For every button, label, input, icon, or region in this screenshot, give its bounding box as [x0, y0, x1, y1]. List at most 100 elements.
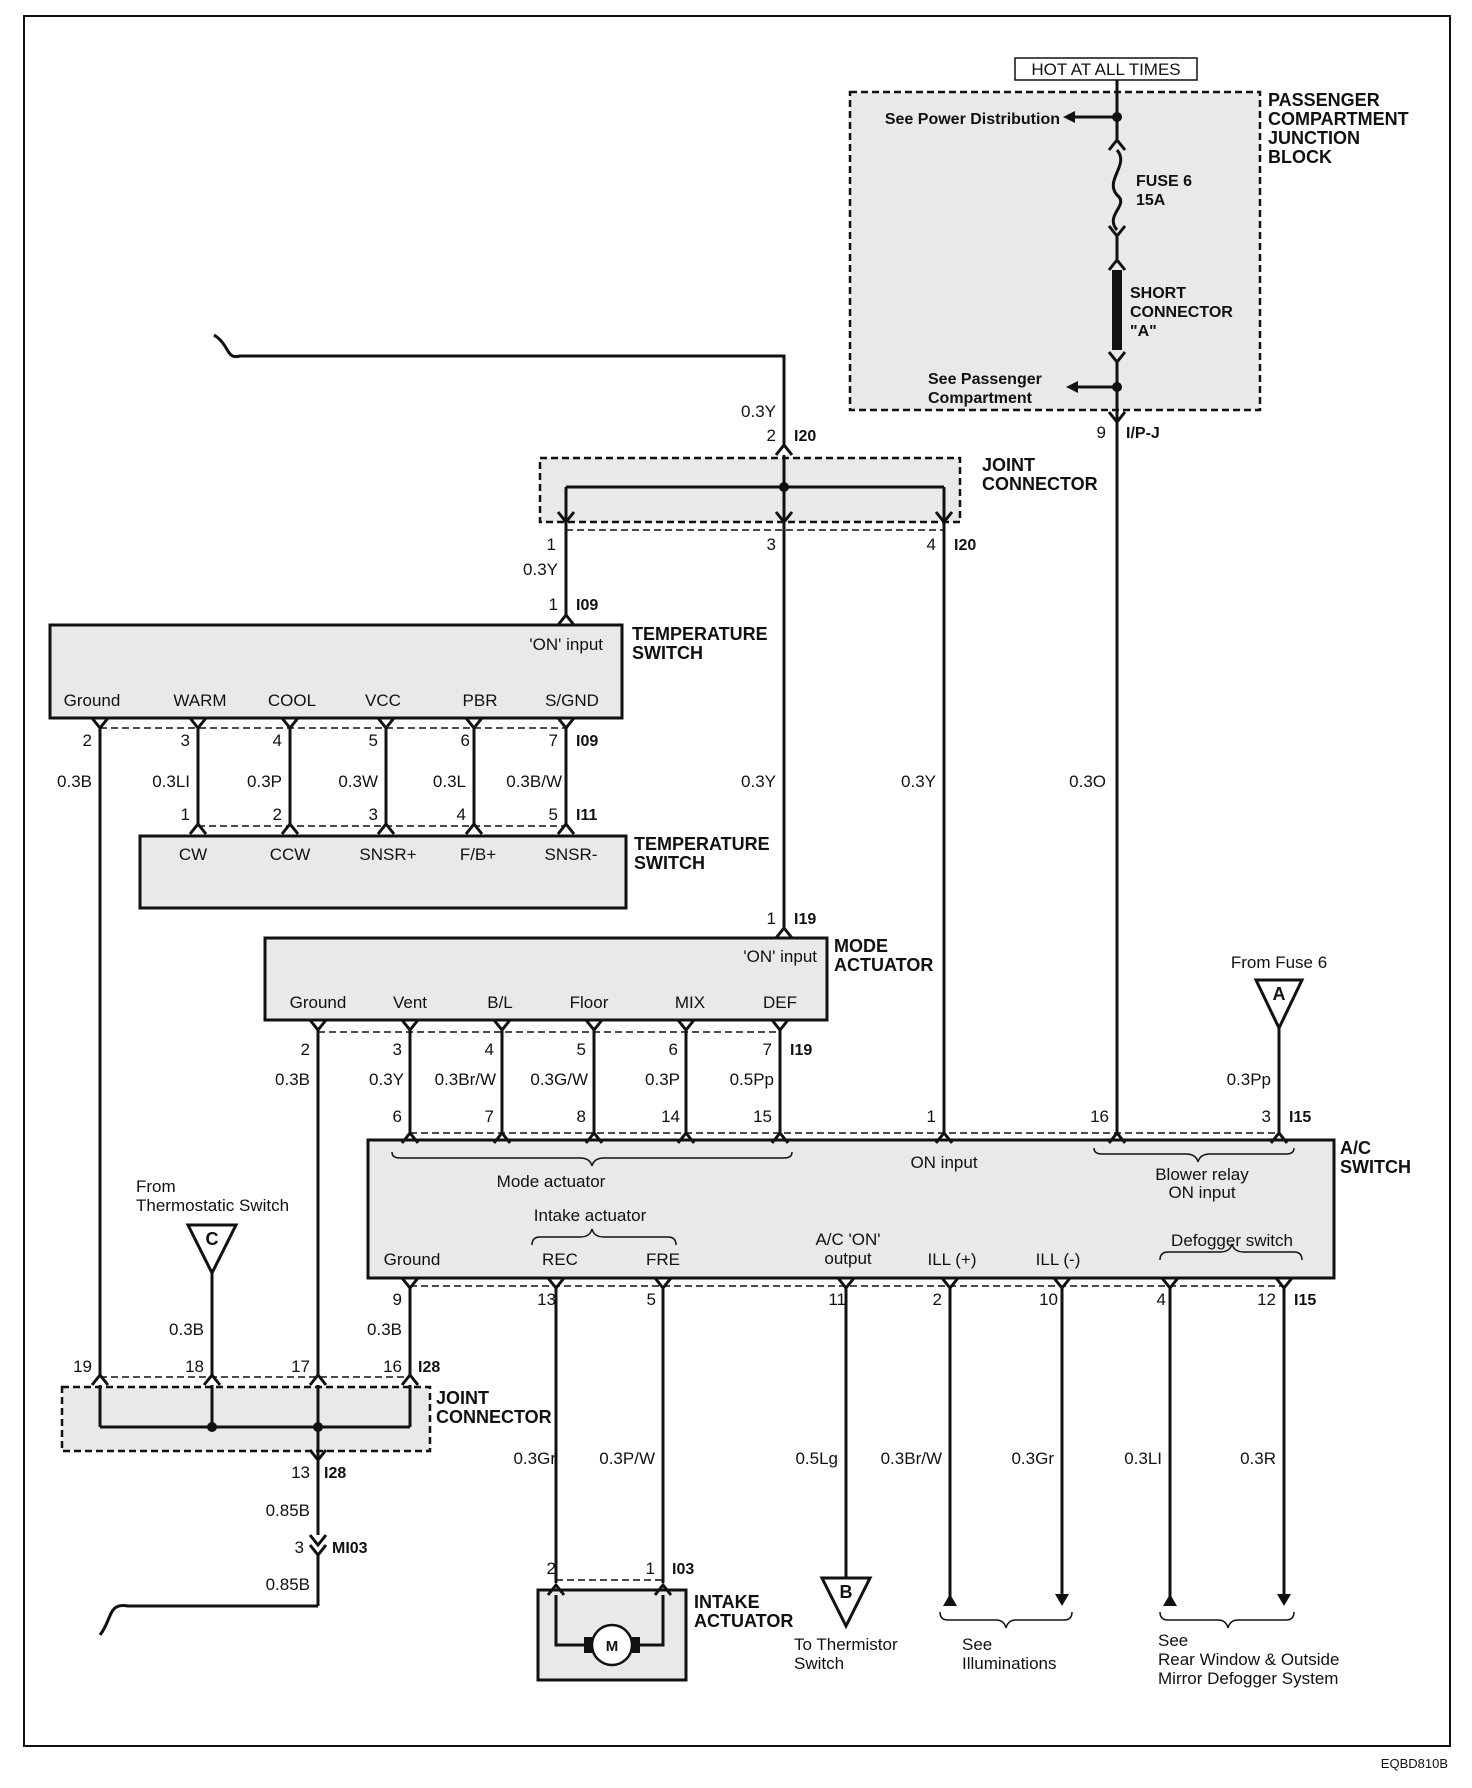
joint-top-title-2: CONNECTOR — [982, 474, 1098, 494]
temp-switch-2-title-2: SWITCH — [634, 853, 705, 873]
wire-0-3p: 0.3P — [247, 772, 282, 791]
ts2-pin-snsr-minus: SNSR- — [545, 845, 598, 864]
ac-on-output-1: A/C 'ON' — [815, 1230, 880, 1249]
ac-ill-plus: ILL (+) — [928, 1250, 977, 1269]
ma-pin-vent: Vent — [393, 993, 427, 1012]
ac-switch: A/C SWITCH Mode actuator ON input Blower… — [366, 1130, 1411, 1280]
pin-16-ac: 16 — [1090, 1107, 1109, 1126]
pin-12-ac: 12 — [1257, 1290, 1276, 1309]
short-connector-a — [1112, 270, 1122, 350]
pin-4-i09: 4 — [273, 731, 282, 750]
ts1-pin-vcc: VCC — [365, 691, 401, 710]
ts2-pin-fb-plus: F/B+ — [460, 845, 496, 864]
pin-13-i28: 13 — [291, 1463, 310, 1482]
from-thermo-2: Thermostatic Switch — [136, 1196, 289, 1215]
pin-10-ac: 10 — [1039, 1290, 1058, 1309]
intake-actuator-title-2: ACTUATOR — [694, 1611, 793, 1631]
pin-9-ac: 9 — [393, 1290, 402, 1309]
temp-switch-2-title-1: TEMPERATURE — [634, 834, 770, 854]
ts1-pin-sgnd: S/GND — [545, 691, 599, 710]
short-connector-2: CONNECTOR — [1130, 304, 1233, 321]
temp-switch-wires — [90, 717, 576, 1375]
wire-0-3li-def: 0.3LI — [1124, 1449, 1162, 1468]
conn-i09-b: I09 — [576, 733, 598, 750]
see-power-distribution: See Power Distribution — [885, 111, 1060, 128]
pin-1-ac: 1 — [927, 1107, 936, 1126]
from-fuse6: From Fuse 6 — [1231, 953, 1327, 972]
wire-0-3b-ma: 0.3B — [275, 1070, 310, 1089]
pin-3-i20: 3 — [767, 535, 776, 554]
joint-bottom-title-1: JOINT — [436, 1388, 489, 1408]
pin-4-i19: 4 — [485, 1040, 494, 1059]
wire-0-3brw: 0.3Br/W — [435, 1070, 496, 1089]
conn-i15-b: I15 — [1294, 1292, 1316, 1309]
ts2-pin-snsr-plus: SNSR+ — [359, 845, 416, 864]
joint-bottom-title-2: CONNECTOR — [436, 1407, 552, 1427]
wire-0-3gr-ill: 0.3Gr — [1011, 1449, 1054, 1468]
conn-i09-a: I09 — [576, 597, 598, 614]
pin-5-i19: 5 — [577, 1040, 586, 1059]
wire-0-3w: 0.3W — [338, 772, 378, 791]
wire-0-3y-top: 0.3Y — [741, 402, 776, 421]
ac-blower-2: ON input — [1168, 1183, 1235, 1202]
mode-actuator-wires — [308, 1019, 790, 1375]
see-rear-1: See — [1158, 1631, 1188, 1650]
connector-b-label: B — [840, 1582, 853, 1602]
pcjb-title-1: PASSENGER — [1268, 90, 1380, 110]
from-thermo-1: From — [136, 1177, 176, 1196]
to-thermistor-1: To Thermistor — [794, 1635, 898, 1654]
wire-0-3y-vent: 0.3Y — [369, 1070, 404, 1089]
joint-top-title-1: JOINT — [982, 455, 1035, 475]
pin-3-i09: 3 — [181, 731, 190, 750]
pin-7-i09: 7 — [549, 731, 558, 750]
ts1-pin-cool: COOL — [268, 691, 316, 710]
pin-2-i03: 2 — [547, 1559, 556, 1578]
pin-1-i09: 1 — [549, 595, 558, 614]
temperature-switch-1: 'ON' input TEMPERATURE SWITCH Ground WAR… — [48, 623, 768, 720]
pcjb-title-3: JUNCTION — [1268, 128, 1360, 148]
conn-i19-b: I19 — [790, 1042, 812, 1059]
ts2-pin-cw: CW — [179, 845, 207, 864]
pin-6-ac: 6 — [393, 1107, 402, 1126]
ts1-pin-ground: Ground — [64, 691, 121, 710]
to-thermistor-2: Switch — [794, 1654, 844, 1673]
fuse-label-1: FUSE 6 — [1136, 173, 1192, 190]
ac-rec: REC — [542, 1250, 578, 1269]
pin-18-i28: 18 — [185, 1357, 204, 1376]
ac-bottom-wires — [400, 1277, 1294, 1606]
ts1-pin-warm: WARM — [173, 691, 226, 710]
wire-0-3pw: 0.3P/W — [599, 1449, 655, 1468]
hot-at-all-times-box — [1014, 57, 1198, 81]
wire-0-3b-ts: 0.3B — [57, 772, 92, 791]
conn-i15-a: I15 — [1289, 1109, 1311, 1126]
pin-4-i20: 4 — [927, 535, 936, 554]
pin-9-ipj: 9 — [1097, 423, 1106, 442]
ac-fre: FRE — [646, 1250, 680, 1269]
ac-switch-title-2: SWITCH — [1340, 1157, 1411, 1177]
pin-13-ac: 13 — [537, 1290, 556, 1309]
wire-0-3gw: 0.3G/W — [530, 1070, 588, 1089]
pin-11-ac: 11 — [828, 1290, 846, 1309]
conn-ipj: I/P-J — [1126, 425, 1160, 442]
ma-pin-def: DEF — [763, 993, 797, 1012]
wire-0-3p-mix: 0.3P — [645, 1070, 680, 1089]
pin-1-i19: 1 — [767, 909, 776, 928]
connector-a-triangle — [1253, 978, 1305, 1032]
short-connector-3: "A" — [1130, 323, 1157, 340]
pin-5-ac: 5 — [647, 1290, 656, 1309]
wire-0-85b-b: 0.85B — [266, 1575, 310, 1594]
see-illum-1: See — [962, 1635, 992, 1654]
ac-on-output-2: output — [824, 1249, 872, 1268]
pin-3-i11: 3 — [369, 805, 378, 824]
see-illum-2: Illuminations — [962, 1654, 1057, 1673]
pin-15-ac: 15 — [753, 1107, 772, 1126]
see-passenger-1: See Passenger — [928, 371, 1042, 388]
short-connector-1: SHORT — [1130, 285, 1186, 302]
temp-switch-1-title-1: TEMPERATURE — [632, 624, 768, 644]
conn-mi03: MI03 — [332, 1540, 368, 1557]
mode-actuator-title-1: MODE — [834, 936, 888, 956]
intake-actuator: M INTAKE ACTUATOR — [536, 1582, 793, 1682]
ac-blower-1: Blower relay — [1155, 1165, 1249, 1184]
see-rear-2: Rear Window & Outside — [1158, 1650, 1339, 1669]
